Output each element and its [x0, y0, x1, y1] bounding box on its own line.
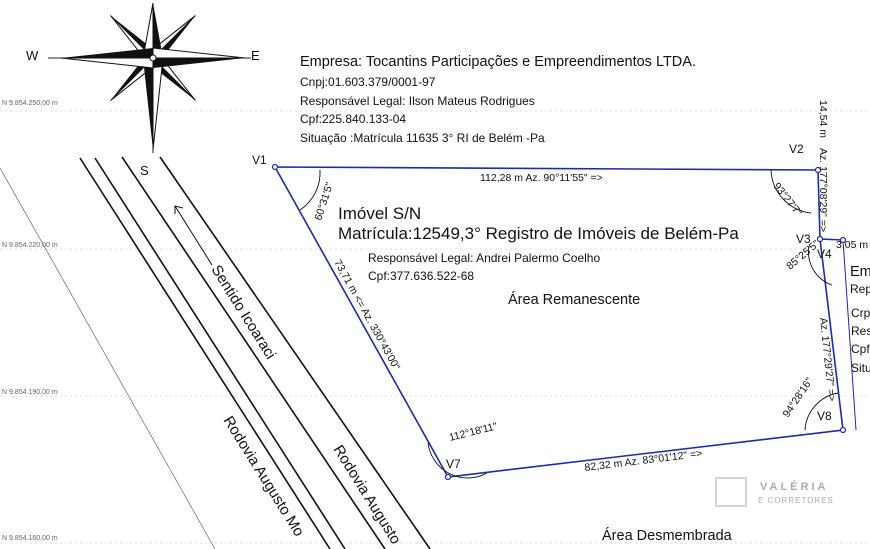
neighbor-partial-5: Cpf	[851, 342, 870, 356]
vertex-v3-label: V3	[796, 232, 811, 246]
neighbor-partial-4: Res	[851, 324, 870, 338]
angle-v2: 93°27'7"	[771, 180, 805, 218]
imovel-title: Imóvel S/N	[338, 204, 421, 223]
vertex-v2-label: V2	[789, 142, 804, 156]
neighbor-partial-3: Crp	[851, 306, 870, 320]
northing-label-1: N 9.854.250,00 m	[2, 100, 58, 107]
segment-right-top-azimuth: Az. 177°08'29" =>	[817, 148, 829, 232]
segment-top-label: 112,28 m Az. 90°11'55" =>	[480, 172, 603, 184]
northing-label-2: N 9.854.220,00 m	[2, 242, 58, 249]
watermark-logo: VALÉRIA E CORRETORES	[715, 477, 834, 507]
compass-south-label: S	[140, 163, 149, 178]
property-boundary	[274, 166, 844, 478]
angle-v1: 60°31'5"	[312, 181, 336, 222]
road-name-lower: Rodovia Augusto Mo	[220, 413, 308, 539]
angle-v8: 94°28'16"	[781, 375, 816, 419]
imovel-cpf: Cpf:377.636.522-68	[368, 269, 474, 283]
neighbor-partial-1: Em	[850, 264, 870, 280]
company-cnpj: Cnpj:01.603.379/0001-97	[300, 75, 436, 89]
neighbor-partial-2: Rep	[850, 282, 870, 296]
vertex-markers	[271, 163, 847, 481]
angle-arcs	[299, 169, 839, 479]
compass-west-label: W	[26, 48, 39, 63]
imovel-matricula: Matrícula:12549,3° Registro de Imóveis d…	[338, 224, 739, 243]
road-lines	[79, 156, 431, 549]
northing-label-4: N 9.854.160,00 m	[2, 535, 58, 542]
company-situacao: Situação :Matrícula 11635 3° RI de Belém…	[300, 131, 545, 145]
vertex-v1-label: V1	[252, 153, 267, 167]
area-desmembrada-label: Área Desmembrada	[602, 527, 733, 544]
company-cpf: Cpf:225.840.133-04	[300, 112, 406, 126]
neighbor-boundary	[842, 239, 857, 431]
segment-right-top-length: 14,54 m	[817, 100, 829, 138]
grid-lines	[0, 110, 870, 544]
company-responsavel: Responsável Legal: Ilson Mateus Rodrigue…	[300, 94, 535, 108]
watermark-line1: VALÉRIA	[760, 480, 828, 493]
compass-rose-icon	[48, 2, 251, 153]
segment-v3-v4-label: 3,05 m	[836, 239, 868, 251]
neighbor-partial-6: Situ	[851, 361, 870, 375]
direction-arrow-icon	[174, 205, 213, 266]
vertex-v8-label: V8	[817, 409, 832, 423]
watermark-line2: E CORRETORES	[758, 496, 834, 505]
area-remanescente-label: Área Remanescente	[508, 291, 640, 308]
vertex-v4-label: V4	[817, 247, 832, 261]
northing-label-3: N 9.854.190,00 m	[2, 389, 58, 396]
road-edge-line	[0, 167, 216, 549]
company-title: Empresa: Tocantins Participações e Empre…	[300, 54, 696, 70]
compass-east-label: E	[251, 48, 260, 63]
segment-bottom-label: 82,32 m Az. 83°01'12" =>	[584, 448, 703, 474]
angle-v7: 112°18'11"	[448, 420, 499, 444]
imovel-responsavel: Responsável Legal: Andrei Palermo Coelho	[368, 251, 600, 265]
vertex-v7-label: V7	[446, 457, 461, 471]
